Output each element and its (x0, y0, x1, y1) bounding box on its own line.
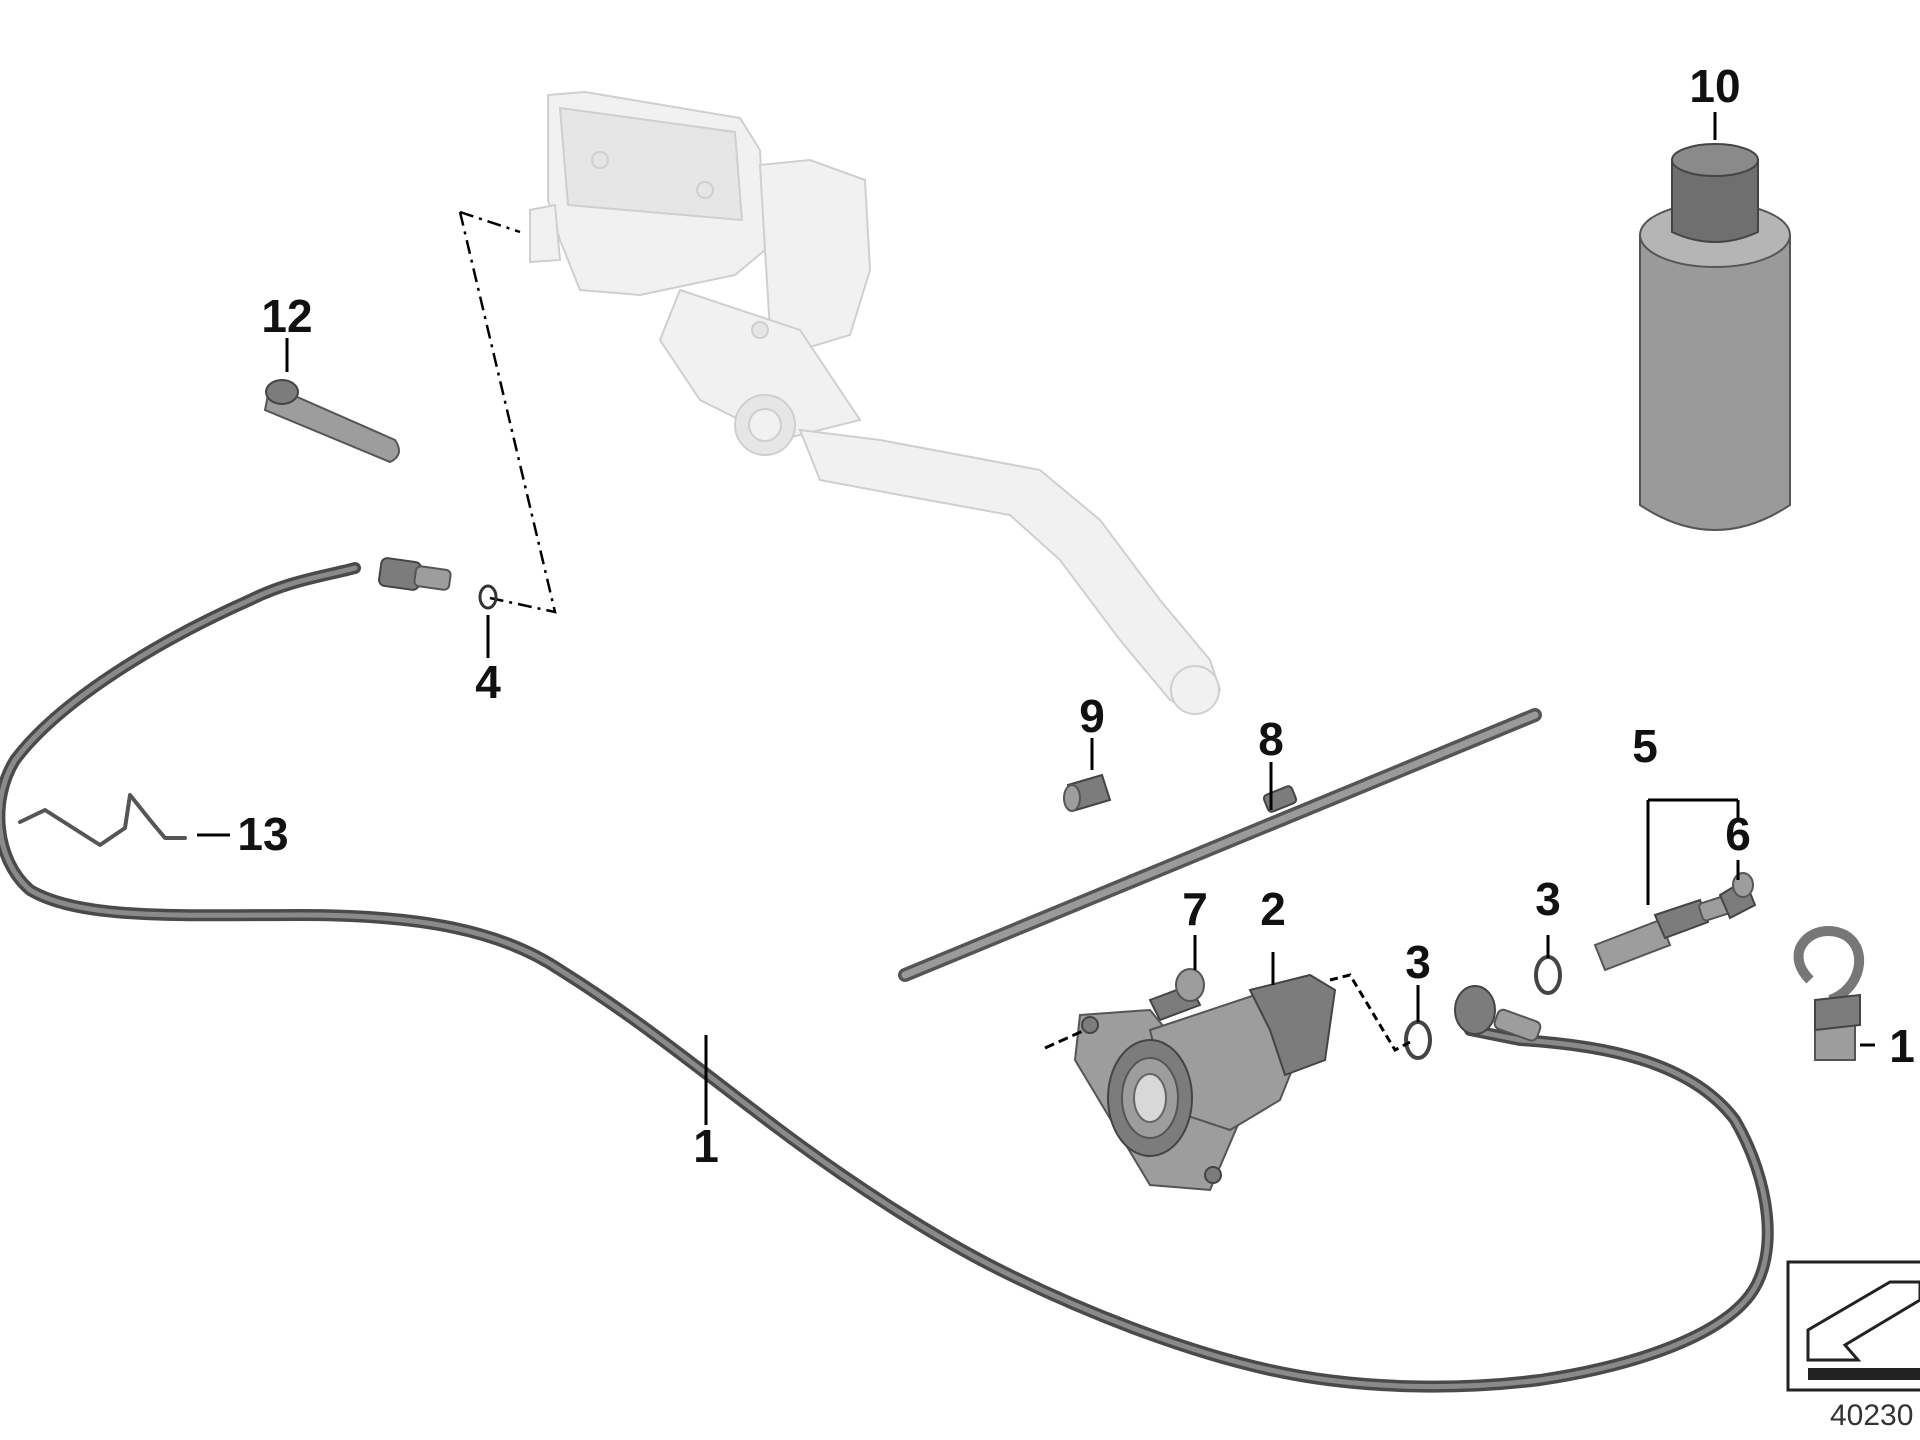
callout-sealing-ring-b: 3 (1535, 873, 1561, 925)
callout-fluid-bottle: 10 (1689, 60, 1740, 112)
callout-bolt: 7 (1182, 883, 1208, 935)
orientation-box (1786, 1260, 1920, 1392)
callout-hose: 1 (693, 1120, 719, 1172)
sealing-ring-left (1404, 1020, 1432, 1060)
reference-number: 40230 (1830, 1399, 1913, 1432)
callout-sleeve: 9 (1079, 690, 1105, 742)
assembly-line (458, 210, 557, 614)
callout-o-ring: 4 (475, 656, 501, 708)
sleeve-part (1063, 773, 1112, 812)
lever-strap-part (263, 379, 400, 464)
wire-clip-part (18, 793, 187, 847)
bleed-screw-part (1593, 892, 1740, 972)
callout-lever-strap: 12 (261, 290, 312, 342)
callout-push-rod: 8 (1258, 713, 1284, 765)
master-cylinder-ghost (529, 90, 1222, 715)
clutch-hose (0, 557, 1774, 1393)
callout-cap: 6 (1725, 808, 1751, 860)
clamp-part (1793, 926, 1865, 1061)
callout-sealing-ring-a: 3 (1405, 936, 1431, 988)
callout-wire-clip: 13 (237, 808, 288, 860)
sealing-ring-right (1534, 955, 1562, 995)
callout-clamp: 1 (1889, 1020, 1915, 1072)
bolt-part (1148, 968, 1205, 1022)
push-rod-part (898, 708, 1542, 982)
o-ring-part (478, 584, 498, 610)
fluid-bottle-part (1639, 143, 1791, 531)
callout-slave-cylinder: 2 (1260, 883, 1286, 935)
connector-dashed (1329, 973, 1411, 1052)
leader-lines (197, 112, 1875, 1125)
callout-bleed-screw-set: 5 (1632, 720, 1658, 772)
slave-cylinder-part (1044, 973, 1337, 1192)
